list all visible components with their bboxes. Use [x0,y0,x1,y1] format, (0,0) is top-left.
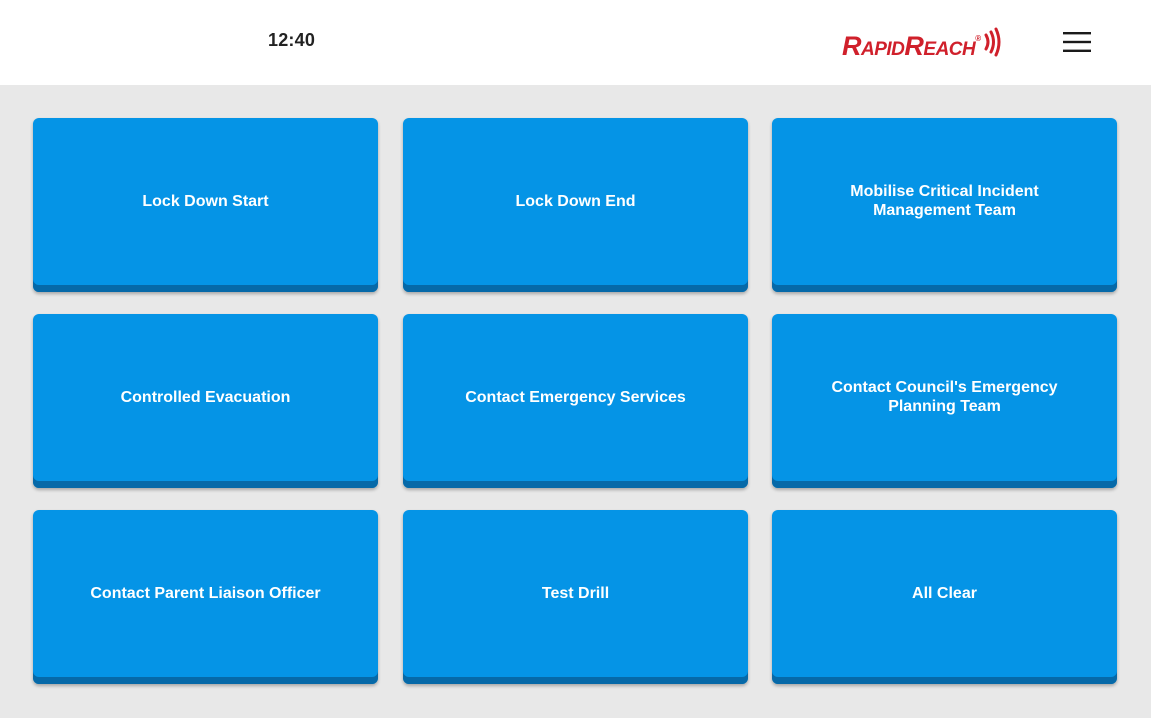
tile-lock-down-end[interactable]: Lock Down End [403,118,748,292]
tile-label: Contact Emergency Services [465,388,686,406]
tile-all-clear[interactable]: All Clear [772,510,1117,684]
tile-label: Contact Council's Emergency Planning Tea… [831,379,1058,415]
tile-contact-council-emergency-planning[interactable]: Contact Council's Emergency Planning Tea… [772,314,1117,488]
tile-contact-emergency-services[interactable]: Contact Emergency Services [403,314,748,488]
clock: 12:40 [268,30,316,50]
signal-waves-icon [984,27,1001,57]
tile-label: Mobilise Critical Incident Management Te… [850,183,1039,219]
logo-trademark: ® [975,33,981,43]
top-bar: 12:40 RapidReach® [0,0,1151,85]
logo-wordmark: RapidReach® [842,23,981,62]
tile-controlled-evacuation[interactable]: Controlled Evacuation [33,314,378,488]
action-tile-grid: Lock Down Start Lock Down End Mobilise C… [0,85,1151,718]
tile-label: Test Drill [541,584,610,602]
tile-label: Lock Down End [515,192,636,210]
tile-label: All Clear [912,584,977,602]
rapidreach-logo: RapidReach® [842,26,1003,61]
hamburger-menu-icon [1063,32,1091,52]
tile-contact-parent-liaison-officer[interactable]: Contact Parent Liaison Officer [33,510,378,684]
logo-wordmark-text: RapidReach [842,30,976,61]
tile-label: Contact Parent Liaison Officer [90,584,321,602]
tile-label: Controlled Evacuation [120,388,291,406]
tile-test-drill[interactable]: Test Drill [403,510,748,684]
tile-lock-down-start[interactable]: Lock Down Start [33,118,378,292]
tile-label: Lock Down Start [142,192,269,210]
menu-button[interactable] [1059,28,1095,56]
tile-mobilise-critical-incident-team[interactable]: Mobilise Critical Incident Management Te… [772,118,1117,292]
